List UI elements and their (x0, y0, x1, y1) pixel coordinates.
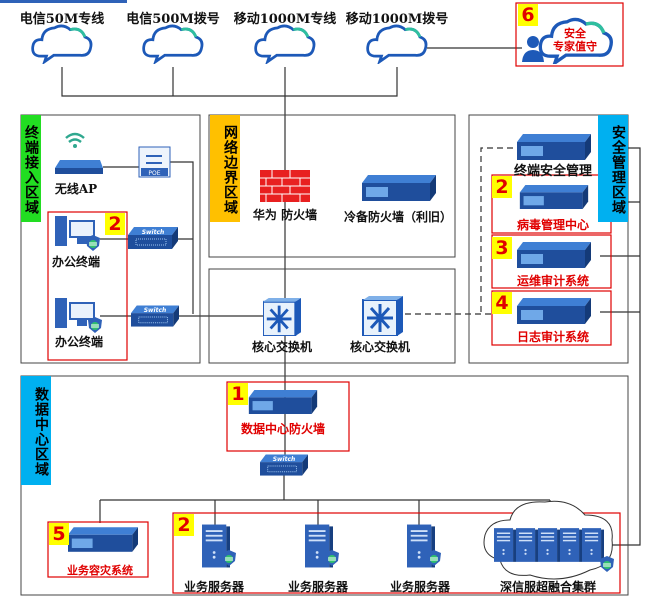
endpoint-security-device-icon (517, 134, 591, 160)
expert-label: 安全 专家值守 (545, 27, 605, 53)
badge-2: 2 (492, 176, 512, 198)
badge-2: 2 (174, 514, 194, 536)
cloud-icon (142, 24, 204, 64)
wireless-ap-icon (55, 160, 103, 174)
cloud-icon (31, 24, 93, 64)
disaster-recovery-label: 业务容灾系统 (67, 564, 133, 577)
border-zone-label: 网络边界区域 (210, 115, 240, 222)
badge-3: 3 (492, 237, 512, 259)
terminal-zone-label: 终端接入区域 (21, 115, 41, 222)
core-switch-icon (362, 296, 404, 336)
access-switch-text: Switch (144, 307, 167, 314)
expert-person-icon (522, 36, 544, 62)
badge-1: 1 (228, 383, 248, 405)
wireless-ap-label: 无线AP (54, 182, 98, 196)
isp-label: 电信500M拨号 (126, 12, 220, 27)
dashed-links (405, 147, 520, 315)
connection-lines (61, 47, 641, 546)
poe-switch-icon: POE (138, 146, 171, 178)
backup-firewall-icon (362, 175, 436, 201)
backup-firewall-label: 冷备防火墙（利旧） (343, 210, 453, 224)
badge-5: 5 (49, 523, 69, 545)
hci-cluster-label: 深信服超融合集群 (499, 580, 597, 594)
terminal-zone-box (20, 114, 201, 364)
isp-label: 移动1000M拨号 (345, 12, 449, 27)
cloud-icon (366, 24, 428, 64)
badge-6: 6 (518, 4, 538, 26)
border-zone-box (208, 114, 456, 258)
wifi-icon (65, 132, 85, 148)
datacenter-zone-box (20, 375, 629, 596)
highlight-boxes (47, 2, 624, 594)
expert-label-line2: 专家值守 (553, 40, 597, 53)
server-label: 业务服务器 (183, 580, 245, 594)
badge-4: 4 (492, 292, 512, 314)
core-zone-box (208, 268, 456, 364)
isp-label: 电信50M专线 (19, 12, 105, 27)
core-switch-label: 核心交换机 (251, 340, 313, 354)
server-label: 业务服务器 (287, 580, 349, 594)
endpoint-security-label: 终端安全管理 (513, 164, 593, 179)
office-pc-label: 办公终端 (54, 335, 104, 349)
huawei-firewall-label: 华为 防火墙 (252, 208, 318, 222)
datacenter-firewall-label: 数据中心防火墙 (240, 422, 326, 436)
datacenter-firewall-icon (248, 390, 318, 414)
cloud-icon (254, 24, 316, 64)
log-audit-label: 日志审计系统 (516, 330, 590, 344)
office-pc-label: 办公终端 (51, 255, 101, 269)
security-zone-label: 安全管理区域 (598, 115, 628, 222)
top-accent-bar (0, 0, 127, 3)
bastion-audit-device-icon (517, 242, 591, 268)
svg-text:POE: POE (148, 170, 160, 177)
isp-label: 移动1000M专线 (233, 12, 337, 27)
core-switch-icon (263, 298, 301, 336)
access-switch-text: Switch (142, 229, 165, 236)
security-zone-box (468, 114, 629, 364)
datacenter-zone-label: 数据中心区域 (21, 376, 51, 485)
disaster-recovery-device-icon (68, 527, 138, 552)
datacenter-switch-text: Switch (273, 456, 296, 463)
server-label: 业务服务器 (389, 580, 451, 594)
security-agent-icon (88, 317, 102, 333)
firewall-icon (260, 170, 310, 202)
antivirus-center-label: 病毒管理中心 (516, 218, 590, 232)
hci-cluster-icon (483, 500, 614, 580)
core-switch-label: 核心交换机 (349, 340, 411, 354)
expert-label-line1: 安全 (564, 27, 586, 40)
badge-2: 2 (105, 213, 125, 235)
security-agent-icon (86, 235, 100, 251)
log-audit-device-icon (517, 298, 591, 324)
antivirus-center-device-icon (519, 185, 589, 209)
bastion-audit-label: 运维审计系统 (516, 274, 590, 288)
